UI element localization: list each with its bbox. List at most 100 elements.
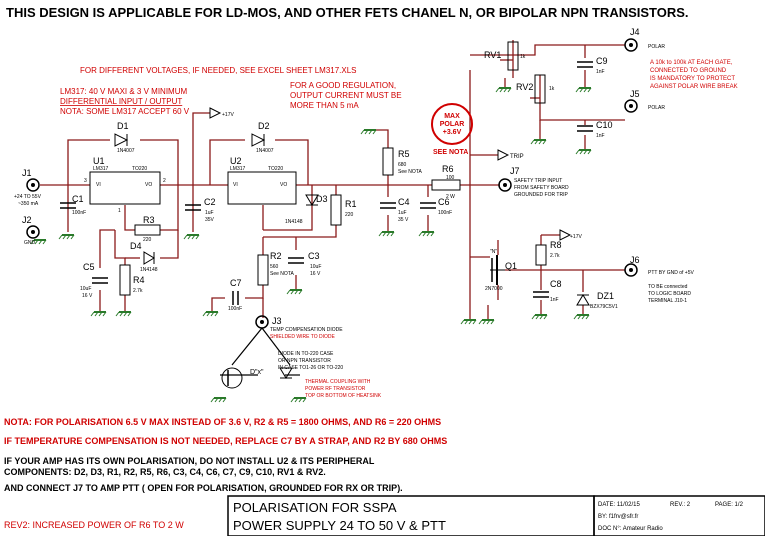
label-c3-value-1: 10uF [310,264,321,270]
note-reg-1: FOR A GOOD REGULATION, [290,81,396,90]
header: THIS DESIGN IS APPLICABLE FOR LD-MOS, AN… [6,5,689,20]
label-d4-value: 1N4148 [140,267,158,273]
label-r2: R2 [270,251,282,261]
label-q1-value: 2N7000 [485,286,503,292]
label-j5: J5 [630,89,640,99]
label-j4: J4 [630,27,640,37]
max-polar-badge [431,103,473,145]
label-c9: C9 [596,56,608,66]
label-r1: R1 [345,199,357,209]
label-r6: R6 [442,164,454,174]
label-r4: R4 [133,275,145,285]
label-c2-value-1: 1uF [205,210,214,216]
label-q1: Q1 [505,261,517,271]
label-j3: J3 [272,316,282,326]
note-lm317-3: NOTA: SOME LM317 ACCEPT 60 V [60,107,190,116]
label-u2: U2 [230,156,242,166]
label-j1-voltage: +24 TO 55V [14,194,42,200]
title-line-1: POLARISATION FOR SSPA [233,500,397,515]
label-c3: C3 [308,251,320,261]
note-revision: REV2: INCREASED POWER OF R6 TO 2 W [4,520,184,530]
label-u1-pin2: 2 [163,178,166,184]
label-j6: J6 [630,255,640,265]
label-c7-value: 100nF [228,306,242,312]
label-r2-value-2: See NOTA [270,271,294,277]
note-voltages: FOR DIFFERENT VOLTAGES, IF NEEDED, SEE E… [80,66,357,75]
label-j4-polar: POLAR [648,44,665,50]
note-gate-3: IS MANDATORY TO PROTECT [650,76,735,82]
label-j3-desc-2: SHIELDED WIRE TO DIODE [270,334,335,340]
label-c2: C2 [204,197,216,207]
note-own-polarisation-1: IF YOUR AMP HAS ITS OWN POLARISATION, DO… [4,456,375,466]
label-c6: C6 [438,197,450,207]
label-d4: D4 [130,241,142,251]
label-v17-right: +17V [570,234,582,240]
label-c2-value-2: 35V [205,217,215,223]
label-rv2: RV2 [516,82,533,92]
label-d1: D1 [117,121,129,131]
label-u1-vo: VO [145,182,152,188]
label-rv2-value: 1k [549,86,555,92]
label-j1-current: ~350 mA [18,201,39,207]
label-u1-value: LM317 [93,166,109,172]
label-d1-value: 1N4007 [117,148,135,154]
title-by: BY: f1frv@sfr.fr [598,514,638,520]
note-lm317-2: DIFFERENTIAL INPUT / OUTPUT [60,97,182,106]
components [60,41,593,389]
label-r8-value: 2.7k [550,253,560,259]
note-temp-compensation: IF TEMPERATURE COMPENSATION IS NOT NEEDE… [4,436,447,446]
label-u2-vo: VO [280,182,287,188]
title-doc: DOC N°: Amateur Radio [598,526,663,532]
badge-line-2: POLAR [440,121,465,128]
label-c1: C1 [72,194,84,204]
badge-line-3: +3.6V [443,129,462,136]
label-r1-value: 220 [345,212,354,218]
note-lm317-1: LM317: 40 V MAXI & 3 V MINIMUM [60,87,187,96]
note-reg-2: OUTPUT CURRENT MUST BE [290,91,402,100]
label-j6-desc-2: TO BE connected [648,284,688,290]
title-page: PAGE: 1/2 [715,502,744,508]
label-c9-value: 1nF [596,69,605,75]
label-r6-value-2: 2 W [446,194,455,200]
label-diode-case-2: OR NPN TRANSISTOR [278,358,331,364]
label-u2-vi: VI [233,182,238,188]
label-j6-desc-4: TERMINAL J10-1 [648,298,687,304]
title-date: DATE: 11/02/15 [598,502,640,508]
label-diode-case-1: DIODE IN TO-220 CASE [278,351,334,357]
label-rv1-value: 1k [520,54,526,60]
label-j5-polar: POLAR [648,105,665,111]
note-reg-3: MORE THAN 5 mA [290,101,359,110]
label-r5-value-2: See NOTA [398,169,422,175]
label-r8: R8 [550,240,562,250]
title-rev: REV.: 2 [670,502,691,508]
label-c10-value: 1nF [596,133,605,139]
label-thermal-1: THERMAL COUPLING WITH [305,379,371,385]
label-j3-desc-1: TEMP COMPENSATION DIODE [270,327,343,333]
label-c5: C5 [83,262,95,272]
label-d2-value: 1N4007 [256,148,274,154]
note-gate-2: CONNECTED TO GROUND [650,68,727,74]
note-gate-1: A 10k to 100k AT EACH GATE, [650,60,733,66]
u2-body [227,171,297,205]
label-u1-pin1: 1 [118,208,121,214]
label-u1-package: TO220 [132,166,147,172]
label-c5-value-2: 16 V [82,293,93,299]
label-j1: J1 [22,168,32,178]
label-c7: C7 [230,278,242,288]
label-d3: D3 [316,194,328,204]
label-d3-value: 1N4148 [285,219,303,225]
label-thermal-3: TOP OR BOTTOM OF HEATSINK [305,393,382,399]
label-u2-value: LM317 [230,166,246,172]
label-c4-value-1: 1uF [398,210,407,216]
label-c5-value-1: 10uF [80,286,91,292]
note-connect-j7: AND CONNECT J7 TO AMP PTT ( OPEN FOR POL… [4,483,403,493]
label-j7: J7 [510,166,520,176]
label-j7-desc-2: FROM SAFETY BOARD [514,185,569,191]
label-diode-x: D"x" [250,369,264,376]
label-j7-desc-1: SAFETY TRIP INPUT [514,178,562,184]
label-c4-value-2: 35 V [398,217,409,223]
note-own-polarisation-2: COMPONENTS: D2, D3, R1, R2, R5, R6, C3, … [4,467,326,477]
wires [40,40,625,376]
label-u1: U1 [93,156,105,166]
